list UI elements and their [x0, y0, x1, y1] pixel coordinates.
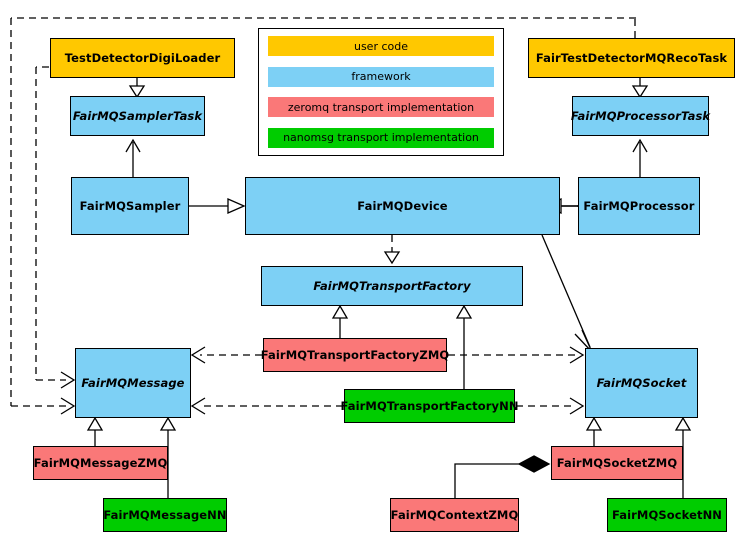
class-box-fairmqtransportfactorynn[interactable]: FairMQTransportFactoryNN	[340, 389, 518, 423]
class-box-fairmqcontextzmq[interactable]: FairMQContextZMQ	[390, 498, 519, 532]
edge-messagezmq-to-message	[86, 416, 104, 446]
class-box-fairmqsocketnn[interactable]: FairMQSocketNN	[607, 498, 727, 532]
class-box-fairmqmessagezmq[interactable]: FairMQMessageZMQ	[33, 446, 168, 480]
edge-contextzmq-to-socketzmq	[454, 455, 551, 498]
legend-label-nanomsg: nanomsg transport implementation	[283, 131, 479, 145]
class-box-testdetectordigiloader[interactable]: TestDetectorDigiLoader	[50, 38, 235, 78]
class-label-fairmqsampler: FairMQSampler	[79, 198, 181, 213]
edge-recotask-to-processortask	[631, 78, 649, 99]
class-box-fairmqprocessor[interactable]: FairMQProcessor	[578, 177, 700, 235]
class-label-fairmqmessagezmq: FairMQMessageZMQ	[33, 455, 168, 470]
edge-sampler-to-samplertask	[125, 138, 141, 177]
class-box-fairmqmessagenn[interactable]: FairMQMessageNN	[103, 498, 227, 532]
class-box-fairmqsocket[interactable]: FairMQSocket	[585, 348, 698, 418]
edge-processor-to-processortask	[632, 138, 648, 177]
class-label-fairmqprocessor: FairMQProcessor	[583, 198, 695, 213]
class-box-fairmqdevice[interactable]: FairMQDevice	[245, 177, 560, 235]
legend-label-framework: framework	[351, 70, 411, 84]
edge-tfnn-to-transportfactory	[455, 304, 473, 389]
class-box-fairmqtransportfactoryzmq[interactable]: FairMQTransportFactoryZMQ	[260, 338, 450, 372]
legend-row-nanomsg: nanomsg transport implementation	[268, 127, 494, 148]
class-box-fairmqsamplertask[interactable]: FairMQSamplerTask	[70, 96, 205, 136]
edge-device-to-socket	[541, 234, 593, 353]
class-label-fairmqtransportfactorynn: FairMQTransportFactoryNN	[340, 398, 519, 413]
class-box-fairmqsampler[interactable]: FairMQSampler	[71, 177, 189, 235]
class-label-fairmqsamplertask: FairMQSamplerTask	[72, 108, 203, 123]
edge-digiloader-to-samplertask	[128, 78, 146, 99]
class-box-fairmqtransportfactory[interactable]: FairMQTransportFactory	[261, 266, 523, 306]
class-label-fairmqdevice: FairMQDevice	[357, 198, 448, 213]
class-box-fairmqprocessortask[interactable]: FairMQProcessorTask	[570, 96, 711, 136]
legend-row-framework: framework	[268, 66, 494, 87]
class-label-fairmqsocketnn: FairMQSocketNN	[611, 507, 723, 522]
legend-row-zeromq: zeromq transport implementation	[268, 97, 494, 118]
legend-row-user-code: user code	[268, 36, 494, 56]
edge-device-to-transportfactory	[383, 235, 401, 265]
edge-digiloader-to-message	[35, 66, 76, 389]
edge-tfzmq-to-transportfactory	[331, 304, 349, 338]
class-label-fairmqtransportfactoryzmq: FairMQTransportFactoryZMQ	[260, 347, 450, 362]
edge-tfzmq-to-socket	[448, 346, 585, 364]
edge-socketzmq-to-socket	[585, 416, 603, 446]
edge-tfnn-to-message	[190, 397, 343, 415]
class-label-fairtestdetectormqrecotask: FairTestDetectorMQRecoTask	[535, 50, 728, 65]
class-box-fairmqsocketzmq[interactable]: FairMQSocketZMQ	[551, 446, 683, 480]
class-label-fairmqmessage: FairMQMessage	[81, 375, 185, 390]
class-label-fairmqsocketzmq: FairMQSocketZMQ	[556, 455, 678, 470]
class-label-testdetectordigiloader: TestDetectorDigiLoader	[64, 50, 221, 65]
class-label-fairmqcontextzmq: FairMQContextZMQ	[390, 507, 519, 522]
legend-label-zeromq: zeromq transport implementation	[287, 100, 475, 114]
legend-label-user-code: user code	[353, 39, 409, 53]
edge-sampler-to-device	[189, 198, 246, 214]
class-label-fairmqsocket: FairMQSocket	[596, 375, 687, 390]
legend-panel: user code framework zeromq transport imp…	[258, 28, 504, 156]
class-box-fairmqmessage[interactable]: FairMQMessage	[75, 348, 191, 418]
edge-tfzmq-to-message	[190, 346, 262, 364]
class-box-fairtestdetectormqrecotask[interactable]: FairTestDetectorMQRecoTask	[528, 38, 735, 78]
edge-tfnn-to-socket	[516, 397, 585, 415]
class-label-fairmqtransportfactory: FairMQTransportFactory	[313, 278, 471, 293]
class-label-fairmqmessagenn: FairMQMessageNN	[103, 507, 227, 522]
class-label-fairmqprocessortask: FairMQProcessorTask	[570, 108, 711, 123]
